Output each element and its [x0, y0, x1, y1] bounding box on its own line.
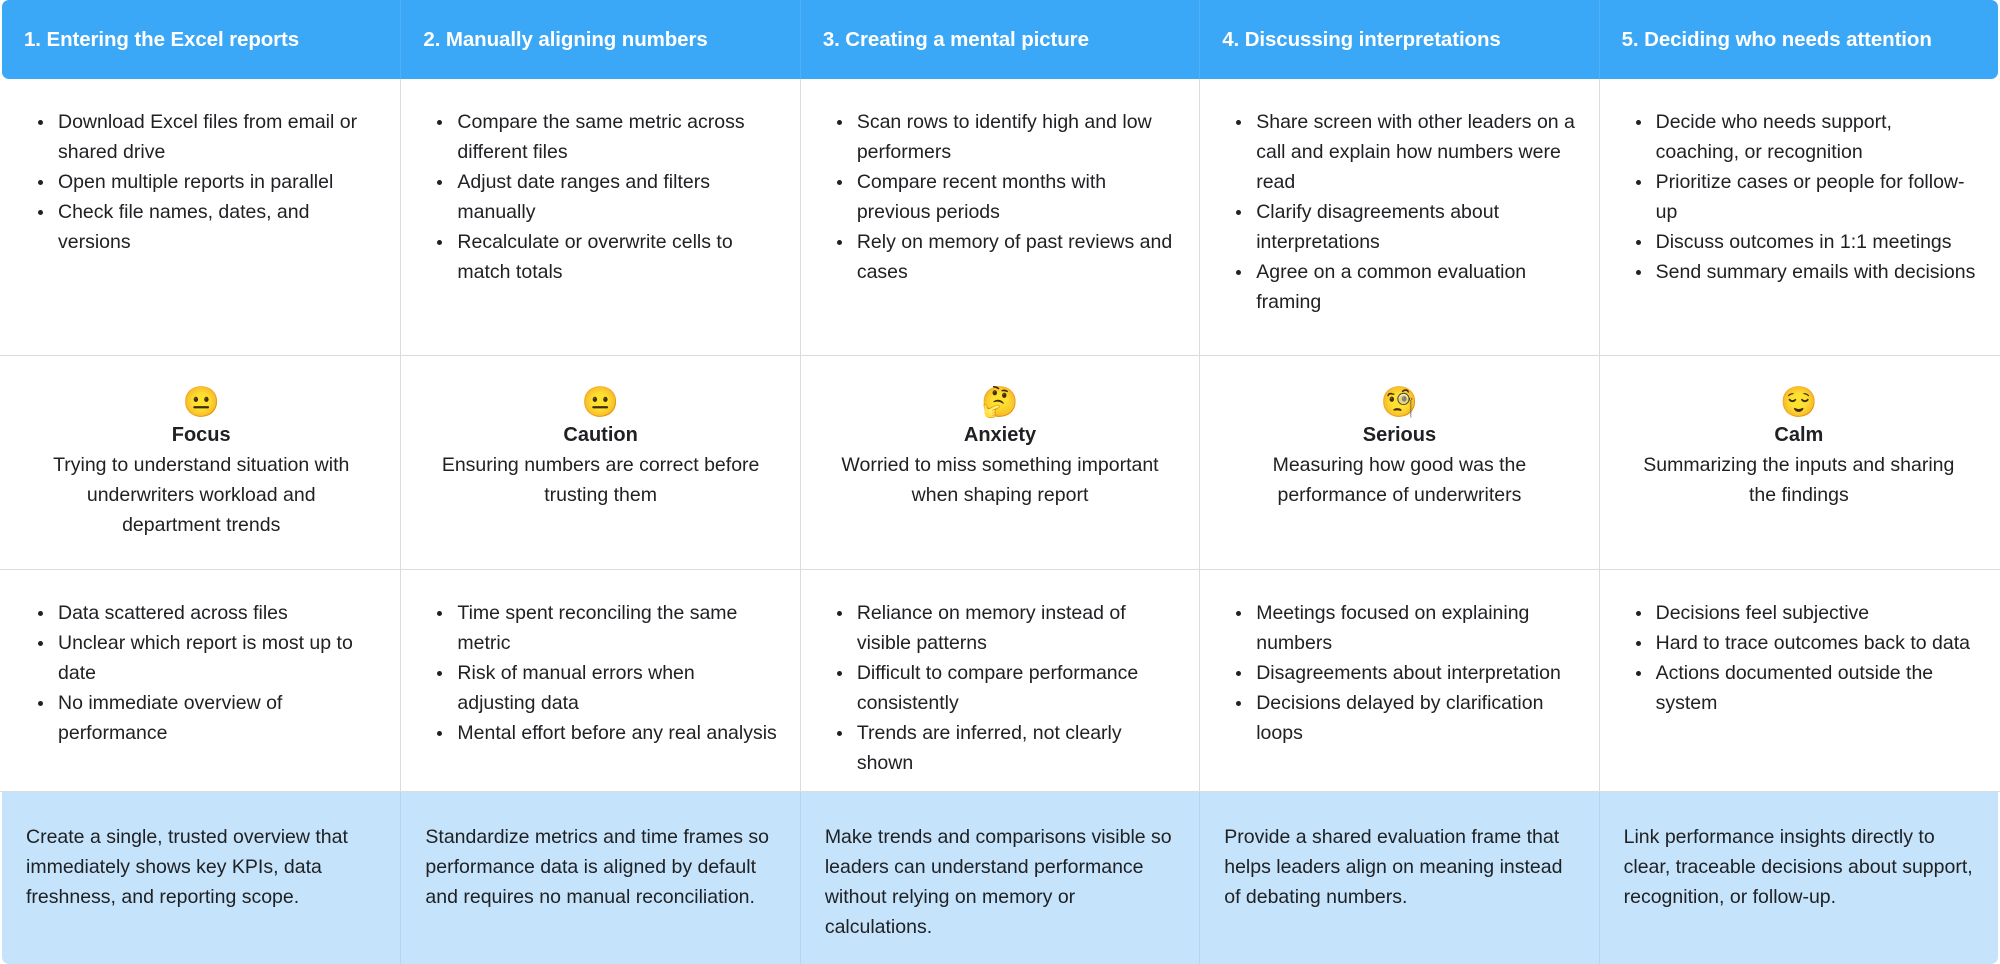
stage-header-5[interactable]: 5. Deciding who needs attention	[1599, 0, 1999, 79]
activities-list-3: Scan rows to identify high and low perfo…	[823, 107, 1177, 287]
list-item: Decisions delayed by clarification loops	[1228, 688, 1576, 748]
stage-header-label-2: 2. Manually aligning numbers	[423, 27, 708, 51]
list-item: Time spent reconciling the same metric	[429, 598, 777, 658]
list-item: Check file names, dates, and versions	[30, 197, 378, 257]
list-item: Mental effort before any real analysis	[429, 718, 777, 748]
emotion-cell-1: 😐 Focus Trying to understand situation w…	[2, 356, 402, 569]
list-item: Risk of manual errors when adjusting dat…	[429, 658, 777, 718]
stage-header-label-1: 1. Entering the Excel reports	[24, 27, 300, 51]
list-item: Actions documented outside the system	[1628, 658, 1976, 718]
emotion-description-3: Worried to miss something important when…	[841, 454, 1159, 506]
opportunity-cell-5: Link performance insights directly to cl…	[1599, 792, 1999, 964]
pain-points-list-1: Data scattered across files Unclear whic…	[24, 598, 378, 748]
emotion-cell-4: 🧐 Serious Measuring how good was the per…	[1200, 356, 1600, 569]
list-item: Data scattered across files	[30, 598, 378, 628]
activities-cell-3: Scan rows to identify high and low perfo…	[801, 79, 1201, 355]
list-item: Difficult to compare performance consist…	[829, 658, 1177, 718]
opportunity-cell-2: Standardize metrics and time frames so p…	[401, 792, 801, 964]
pain-points-list-3: Reliance on memory instead of visible pa…	[823, 598, 1177, 778]
activities-cell-2: Compare the same metric across different…	[401, 79, 801, 355]
emotion-cell-3: 🤔 Anxiety Worried to miss something impo…	[801, 356, 1201, 569]
pain-points-list-4: Meetings focused on explaining numbers D…	[1222, 598, 1576, 748]
list-item: Compare recent months with previous peri…	[829, 167, 1177, 227]
list-item: Unclear which report is most up to date	[30, 628, 378, 688]
list-item: Clarify disagreements about interpretati…	[1228, 197, 1576, 257]
list-item: Recalculate or overwrite cells to match …	[429, 227, 777, 287]
list-item: Scan rows to identify high and low perfo…	[829, 107, 1177, 167]
list-item: Decisions feel subjective	[1628, 598, 1976, 628]
list-item: Discuss outcomes in 1:1 meetings	[1628, 227, 1976, 257]
emotion-cell-5: 😌 Calm Summarizing the inputs and sharin…	[1600, 356, 1998, 569]
opportunities-row: Create a single, trusted overview that i…	[0, 791, 2000, 964]
emotion-label-5: Calm	[1774, 424, 1824, 446]
stage-header-label-3: 3. Creating a mental picture	[822, 27, 1089, 51]
pain-points-cell-2: Time spent reconciling the same metric R…	[401, 570, 801, 791]
activities-list-5: Decide who needs support, coaching, or r…	[1622, 107, 1976, 287]
emotion-description-1: Trying to understand situation with unde…	[53, 454, 350, 536]
stage-header-label-4: 4. Discussing interpretations	[1222, 27, 1501, 51]
list-item: Compare the same metric across different…	[429, 107, 777, 167]
monocle-face-emoji: 🧐	[1380, 386, 1419, 419]
opportunity-cell-3: Make trends and comparisons visible so l…	[800, 792, 1201, 964]
activities-cell-5: Decide who needs support, coaching, or r…	[1600, 79, 1998, 355]
list-item: Open multiple reports in parallel	[30, 167, 378, 197]
list-item: Rely on memory of past reviews and cases	[829, 227, 1177, 287]
list-item: Trends are inferred, not clearly shown	[829, 718, 1177, 778]
pain-points-cell-4: Meetings focused on explaining numbers D…	[1200, 570, 1600, 791]
activities-cell-1: Download Excel files from email or share…	[2, 79, 402, 355]
emotion-label-2: Caution	[563, 424, 638, 446]
pain-points-list-5: Decisions feel subjective Hard to trace …	[1622, 598, 1976, 718]
activities-list-4: Share screen with other leaders on a cal…	[1222, 107, 1576, 317]
emotion-label-1: Focus	[171, 424, 231, 446]
list-item: Meetings focused on explaining numbers	[1228, 598, 1576, 658]
list-item: No immediate overview of performance	[30, 688, 378, 748]
stage-header-2[interactable]: 2. Manually aligning numbers	[401, 0, 801, 79]
list-item: Disagreements about interpretation	[1228, 658, 1576, 688]
stage-header-3[interactable]: 3. Creating a mental picture	[800, 0, 1201, 79]
emotion-cell-2: 😐 Caution Ensuring numbers are correct b…	[401, 356, 801, 569]
list-item: Agree on a common evaluation framing	[1228, 257, 1576, 317]
stage-header-label-5: 5. Deciding who needs attention	[1621, 27, 1932, 51]
list-item: Adjust date ranges and filters manually	[429, 167, 777, 227]
pain-points-list-2: Time spent reconciling the same metric R…	[423, 598, 777, 748]
activities-cell-4: Share screen with other leaders on a cal…	[1200, 79, 1600, 355]
emotion-description-5: Summarizing the inputs and sharing the f…	[1643, 454, 1955, 506]
list-item: Download Excel files from email or share…	[30, 107, 378, 167]
list-item: Decide who needs support, coaching, or r…	[1628, 107, 1976, 167]
list-item: Prioritize cases or people for follow-up	[1628, 167, 1976, 227]
relieved-face-emoji: 😌	[1780, 386, 1818, 419]
list-item: Hard to trace outcomes back to data	[1628, 628, 1976, 658]
emotion-label-4: Serious	[1362, 424, 1437, 446]
pain-points-cell-1: Data scattered across files Unclear whic…	[2, 570, 402, 791]
activities-list-2: Compare the same metric across different…	[423, 107, 777, 287]
stage-header-4[interactable]: 4. Discussing interpretations	[1200, 0, 1600, 79]
list-item: Reliance on memory instead of visible pa…	[829, 598, 1177, 658]
list-item: Send summary emails with decisions	[1628, 257, 1976, 287]
emotion-label-3: Anxiety	[963, 424, 1037, 446]
emotion-description-2: Ensuring numbers are correct before trus…	[441, 454, 760, 506]
neutral-face-emoji: 😐	[182, 386, 220, 419]
activities-list-1: Download Excel files from email or share…	[24, 107, 378, 257]
stage-header-1[interactable]: 1. Entering the Excel reports	[2, 0, 402, 79]
neutral-face-emoji: 😐	[581, 386, 620, 419]
pain-points-cell-3: Reliance on memory instead of visible pa…	[801, 570, 1201, 791]
journey-stage-header-row: 1. Entering the Excel reports 2. Manuall…	[0, 0, 2000, 79]
pain-points-cell-5: Decisions feel subjective Hard to trace …	[1600, 570, 1998, 791]
list-item: Share screen with other leaders on a cal…	[1228, 107, 1576, 197]
emotions-row: 😐 Focus Trying to understand situation w…	[0, 355, 2000, 569]
pain-points-row: Data scattered across files Unclear whic…	[0, 569, 2000, 791]
emotion-description-4: Measuring how good was the performance o…	[1272, 454, 1527, 506]
opportunity-cell-4: Provide a shared evaluation frame that h…	[1200, 792, 1600, 964]
thinking-face-emoji: 🤔	[981, 386, 1019, 419]
activities-row: Download Excel files from email or share…	[0, 79, 2000, 355]
opportunity-cell-1: Create a single, trusted overview that i…	[2, 792, 402, 964]
